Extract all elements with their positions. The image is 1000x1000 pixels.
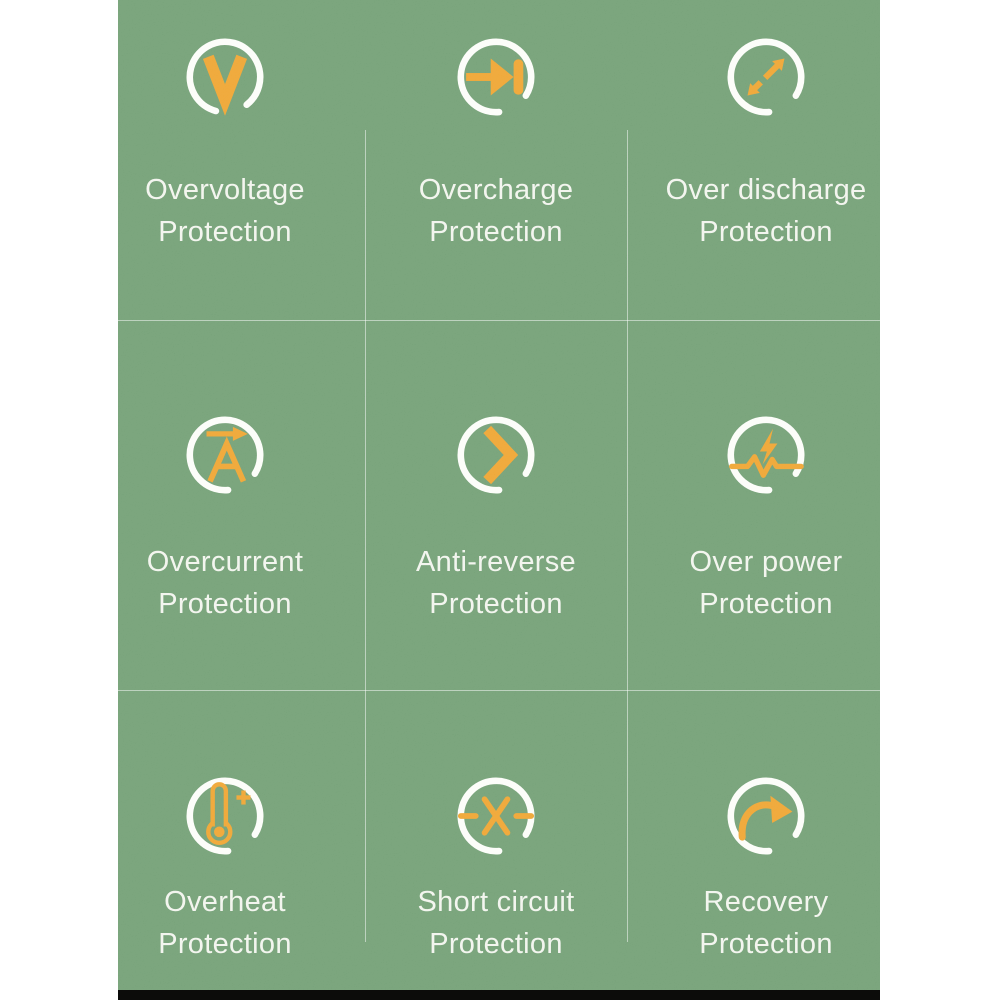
short-circuit-icon xyxy=(457,777,535,855)
feature-title-line2: Protection xyxy=(699,928,833,960)
feature-title-line2: Protection xyxy=(158,928,292,960)
feature-title-line1: Anti-reverse xyxy=(416,546,576,578)
feature-label: Recovery Protection xyxy=(699,881,833,965)
feature-label: Short circuit Protection xyxy=(418,881,575,965)
feature-over-discharge: Over discharge Protection xyxy=(639,0,893,253)
feature-label: Overcurrent Protection xyxy=(147,541,303,625)
feature-label: Overcharge Protection xyxy=(419,169,574,253)
overcurrent-icon xyxy=(186,416,264,494)
over-power-icon xyxy=(727,416,805,494)
overheat-icon xyxy=(186,777,264,855)
feature-title-line2: Protection xyxy=(429,588,563,620)
grid-divider-vertical-1 xyxy=(365,130,366,942)
feature-title-line1: Overvoltage xyxy=(145,174,305,206)
feature-label: Overheat Protection xyxy=(158,881,292,965)
grid-divider-vertical-2 xyxy=(627,130,628,942)
feature-title-line1: Over power xyxy=(689,546,843,578)
feature-label: Overvoltage Protection xyxy=(145,169,305,253)
feature-title-line2: Protection xyxy=(158,588,292,620)
feature-anti-reverse: Anti-reverse Protection xyxy=(369,320,623,625)
features-panel: Overvoltage Protection Overcharge Protec… xyxy=(118,0,880,1000)
over-discharge-icon xyxy=(727,38,805,116)
anti-reverse-icon xyxy=(457,416,535,494)
feature-title-line1: Overheat xyxy=(164,886,286,918)
feature-label: Over power Protection xyxy=(690,541,843,625)
recovery-icon xyxy=(727,777,805,855)
feature-title-line2: Protection xyxy=(158,216,292,248)
feature-label: Over discharge Protection xyxy=(666,169,867,253)
feature-over-power: Over power Protection xyxy=(639,320,893,625)
overvoltage-icon xyxy=(186,38,264,116)
bottom-bar xyxy=(118,990,880,1000)
feature-overcharge: Overcharge Protection xyxy=(369,0,623,253)
feature-title-line1: Over discharge xyxy=(665,174,867,206)
feature-title-line2: Protection xyxy=(429,216,563,248)
feature-title-line1: Short circuit xyxy=(417,886,575,918)
feature-recovery: Recovery Protection xyxy=(639,690,893,965)
feature-title-line2: Protection xyxy=(699,588,833,620)
feature-title-line1: Overcurrent xyxy=(146,546,304,578)
feature-title-line1: Recovery xyxy=(703,886,829,918)
feature-title-line2: Protection xyxy=(699,216,833,248)
overcharge-icon xyxy=(457,38,535,116)
feature-label: Anti-reverse Protection xyxy=(416,541,576,625)
feature-title-line2: Protection xyxy=(429,928,563,960)
feature-title-line1: Overcharge xyxy=(418,174,574,206)
feature-short-circuit: Short circuit Protection xyxy=(369,690,623,965)
feature-overvoltage: Overvoltage Protection xyxy=(98,0,352,253)
feature-overheat: Overheat Protection xyxy=(98,690,352,965)
feature-overcurrent: Overcurrent Protection xyxy=(98,320,352,625)
